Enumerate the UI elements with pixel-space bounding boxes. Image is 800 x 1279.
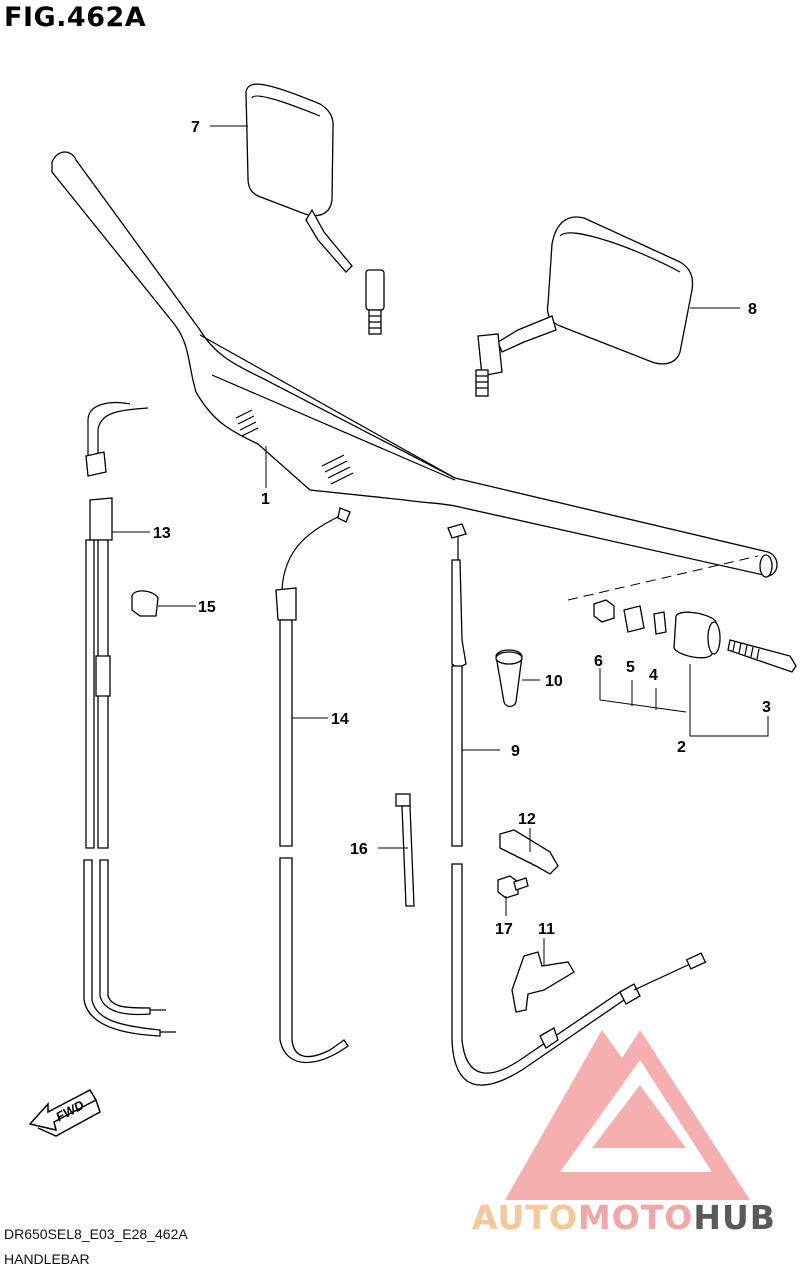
callout-1: 1 [261,491,270,508]
starter-cable-part-14 [275,507,351,1064]
callout-9: 9 [511,743,520,760]
figure-title: FIG.462A [4,2,147,33]
callout-16: 16 [350,841,368,858]
callout-7: 7 [191,119,200,136]
bar-end-weight-part-2 [673,611,721,659]
callout-6: 6 [594,653,603,670]
handlebar-part-1 [51,151,778,578]
callout-12: 12 [518,811,536,828]
watermark-triangle-mark [505,1030,750,1200]
figure-name: HANDLEBAR [4,1251,90,1267]
throttle-cable-part-13 [83,401,176,1037]
clutch-cable-part-9 [447,523,707,1086]
mirror-right-part-8 [475,216,694,397]
callout-17: 17 [495,921,513,938]
callout-2: 2 [677,739,686,756]
figure-code: DR650SEL8_E03_E28_462A [4,1226,188,1242]
watermark-logo: AUTOMOTOHUB [472,1030,776,1237]
callout-8: 8 [748,301,757,318]
watermark-moto: MOTO [578,1198,693,1237]
bar-end-rubber-part-5 [623,605,645,633]
svg-text:AUTOMOTOHUB: AUTOMOTOHUB [472,1198,776,1237]
bar-end-washer-part-4 [653,611,667,635]
callout-14: 14 [331,711,349,728]
throttle-grip-part-10 [495,649,540,708]
callout-15: 15 [198,599,216,616]
bolt-part-17 [497,875,529,916]
callout-11: 11 [538,921,555,938]
callout-13: 13 [153,525,171,542]
callout-4: 4 [649,667,658,684]
bracket-part-11 [511,938,575,1013]
bar-end-nut-part-6 [593,599,615,623]
bar-end-assembly [567,555,797,737]
mirror-left-part-7 [245,83,385,335]
callout-3: 3 [762,699,771,716]
bar-end-bolt-part-3 [727,639,797,673]
watermark-auto: AUTO [472,1198,578,1237]
callout-10: 10 [545,673,563,690]
cable-clamp-part-15 [131,590,196,617]
cable-tie-part-16 [378,793,415,907]
fwd-arrow-icon: FWD [28,1089,101,1137]
callout-5: 5 [626,659,635,676]
bracket-part-12 [499,828,559,875]
watermark-hub: HUB [693,1198,776,1237]
